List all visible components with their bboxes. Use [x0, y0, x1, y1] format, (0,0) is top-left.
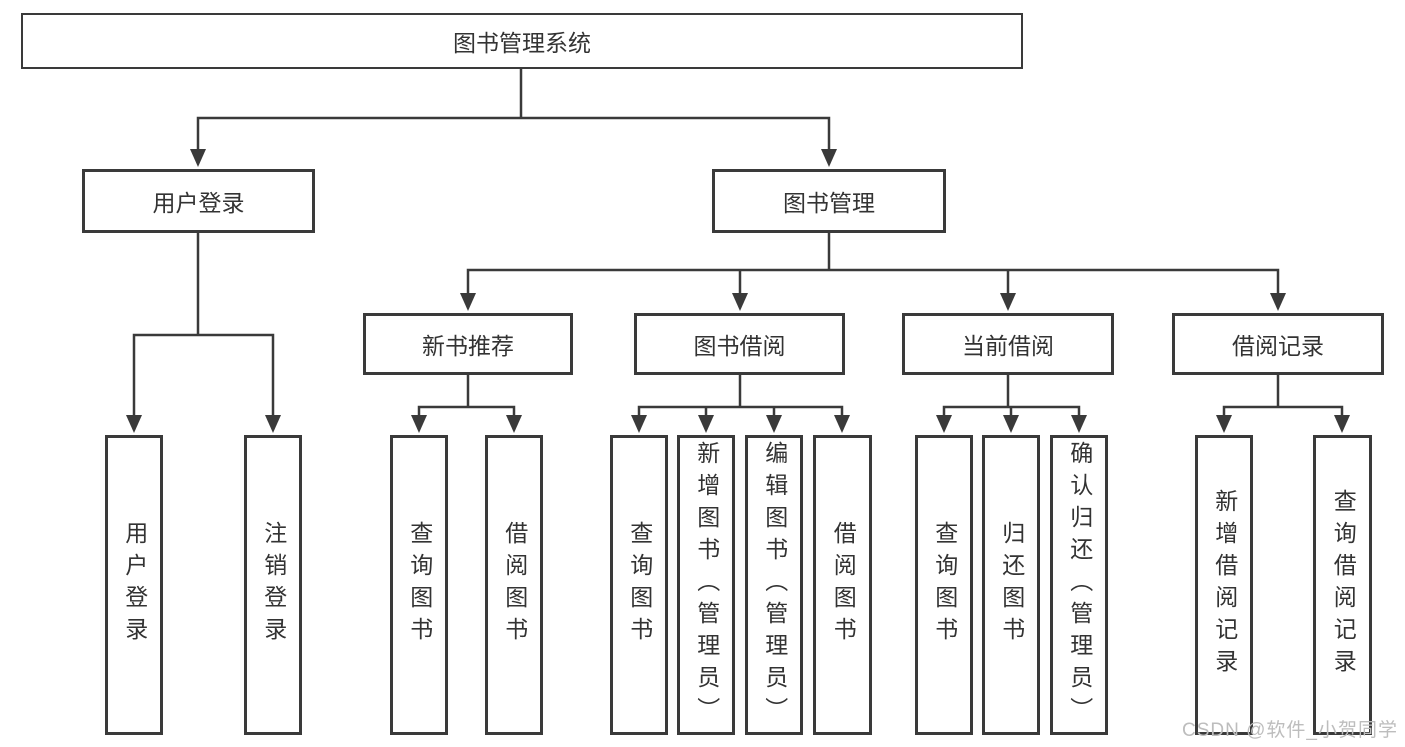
connector-user-login-to-leaves	[132, 231, 275, 418]
node-book-borrow: 图书借阅	[634, 313, 845, 375]
leaf-edit-book-admin: 编辑图书（管理员）	[745, 435, 803, 735]
leaf-borrow-books-recommend: 借阅图书	[485, 435, 543, 735]
node-current-borrow: 当前借阅	[902, 313, 1114, 375]
connector-current-borrow-to-leaves	[942, 373, 1081, 418]
connector-book-management-to-level3	[466, 231, 1280, 297]
connector-book-borrow-to-leaves	[637, 373, 844, 418]
leaf-return-book: 归还图书	[982, 435, 1040, 735]
leaf-add-book-admin: 新增图书（管理员）	[677, 435, 735, 735]
node-new-book-recommend: 新书推荐	[363, 313, 573, 375]
node-book-management: 图书管理	[712, 169, 946, 233]
connector-root-to-level2	[196, 67, 831, 152]
csdn-watermark: CSDN @软件_小贺同学	[1182, 720, 1398, 741]
leaf-confirm-return-admin: 确认归还（管理员）	[1050, 435, 1108, 735]
node-user-login: 用户登录	[82, 169, 315, 233]
node-root: 图书管理系统	[21, 13, 1023, 69]
leaf-user-login: 用户登录	[105, 435, 163, 735]
connector-borrow-records-to-leaves	[1222, 373, 1344, 418]
connector-new-book-recommend-to-leaves	[417, 373, 516, 418]
leaf-add-borrow-record: 新增借阅记录	[1195, 435, 1253, 735]
leaf-logout: 注销登录	[244, 435, 302, 735]
node-borrow-records: 借阅记录	[1172, 313, 1384, 375]
leaf-borrow-books: 借阅图书	[813, 435, 872, 735]
leaf-query-books-borrow: 查询图书	[610, 435, 668, 735]
leaf-query-books-recommend: 查询图书	[390, 435, 448, 735]
leaf-query-books-current: 查询图书	[915, 435, 973, 735]
leaf-query-borrow-record: 查询借阅记录	[1313, 435, 1372, 735]
